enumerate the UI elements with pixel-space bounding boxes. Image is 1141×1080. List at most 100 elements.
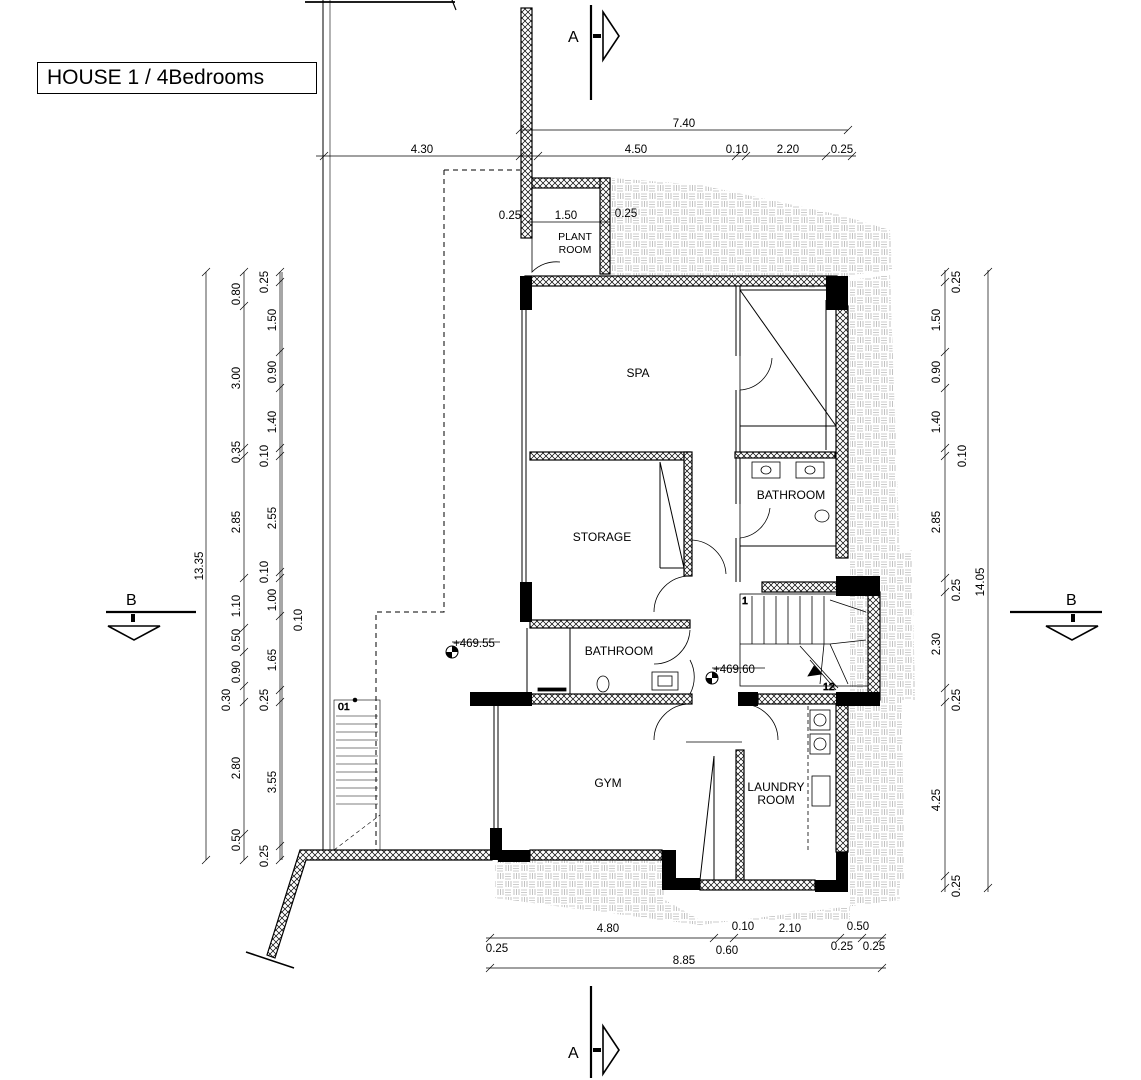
room-storage-label: STORAGE [573, 530, 631, 544]
dim-left3-0-10: 0.10 [293, 609, 305, 631]
dim-top-0-10: 0.10 [726, 144, 748, 156]
dim-top-overall: 7.40 [673, 118, 695, 130]
room-bathroom-lower-label: BATHROOM [585, 644, 653, 658]
level-marker-b: +469.60 [705, 664, 765, 685]
fixtures [537, 461, 831, 852]
dim-right-0-90: 0.90 [931, 361, 943, 383]
dim-left2-0-25: 0.25 [259, 271, 271, 293]
dim-bottom-0-60: 0.60 [716, 945, 738, 957]
dim-left2-1-50: 1.50 [267, 309, 279, 331]
bottom-dimension-labels: 4.80 0.10 2.10 0.50 0.25 0.60 0.25 0.25 … [486, 921, 885, 967]
concrete-walls [470, 276, 880, 892]
dim-right-0-25-c: 0.25 [951, 689, 963, 711]
door-swings [531, 238, 779, 743]
staircase: 1 12 [739, 593, 869, 693]
dim-left-3-00: 3.00 [231, 367, 243, 389]
room-spa-label: SPA [626, 366, 649, 380]
section-marker-b-left: B [106, 592, 196, 641]
dim-left2-0-25-b: 0.25 [259, 689, 271, 711]
left-dimension-labels: 13.35 0.80 3.00 0.35 2.85 1.10 0.50 0.90… [194, 271, 305, 867]
dim-left-2-80: 2.80 [231, 757, 243, 779]
room-plant-label: PLANT [558, 231, 592, 243]
dim-right-0-10: 0.10 [957, 445, 969, 467]
dim-bottom-0-25-a: 0.25 [486, 943, 508, 955]
dim-right-total: 14.05 [975, 568, 987, 597]
ramp: 01 [333, 697, 381, 851]
dim-right-2-85: 2.85 [931, 511, 943, 533]
dim-left-total: 13.35 [194, 552, 206, 581]
room-gym-label: GYM [594, 776, 621, 790]
dim-right-0-25-d: 0.25 [951, 875, 963, 897]
dim-bottom-4-80: 4.80 [597, 923, 619, 935]
section-a-top-label: A [568, 29, 579, 46]
dim-left-0-50-b: 0.50 [231, 829, 243, 851]
section-b-right-label: B [1066, 592, 1077, 609]
dim-left2-0-10: 0.10 [259, 445, 271, 467]
bottom-dimensions [485, 933, 887, 973]
drawing-title: HOUSE 1 / 4Bedrooms [37, 62, 317, 94]
dim-right-4-25: 4.25 [931, 789, 943, 811]
dim-top-4-50: 4.50 [625, 144, 647, 156]
walls [266, 7, 881, 959]
dim-left2-1-00: 1.00 [267, 589, 279, 611]
stair-last-step: 12 [823, 681, 835, 693]
top-dimensions [316, 125, 857, 223]
dim-right-2-30: 2.30 [931, 633, 943, 655]
dim-left-0-90: 0.90 [231, 661, 243, 683]
dim-bottom-0-25-c: 0.25 [863, 941, 885, 953]
dim-plant-0-25-right: 0.25 [615, 208, 637, 220]
dim-right-1-50: 1.50 [931, 309, 943, 331]
dim-left-1-10: 1.10 [231, 595, 243, 617]
level-b-value: +469.60 [713, 664, 755, 676]
dim-left2-0-90: 0.90 [267, 361, 279, 383]
dim-bottom-overall: 8.85 [673, 955, 695, 967]
left-dimensions [201, 267, 285, 865]
section-marker-a-bottom: A [568, 986, 620, 1078]
right-dimension-labels: 0.25 1.50 0.90 1.40 0.10 2.85 0.25 2.30 … [931, 271, 987, 897]
top-dimension-labels: 7.40 4.30 4.50 0.10 2.20 0.25 0.25 1.50 … [411, 118, 853, 222]
paving-area [495, 178, 915, 925]
room-bathroom-upper-label: BATHROOM [757, 488, 825, 502]
dim-left-0-80: 0.80 [231, 283, 243, 305]
boundary-lines [305, 0, 455, 852]
dim-right-1-40: 1.40 [931, 411, 943, 433]
dim-left2-0-25-c: 0.25 [259, 845, 271, 867]
dim-right-0-25: 0.25 [951, 271, 963, 293]
dim-bottom-0-25-b: 0.25 [831, 941, 853, 953]
dim-left-0-35: 0.35 [231, 441, 243, 463]
dim-left-0-50: 0.50 [231, 629, 243, 651]
section-marker-b-right: B [1010, 592, 1102, 641]
room-labels: PLANT ROOM SPA STORAGE BATHROOM BATHROOM… [558, 231, 825, 807]
right-dimensions [940, 267, 993, 893]
dim-top-0-25: 0.25 [831, 144, 853, 156]
section-a-bottom-label: A [568, 1045, 579, 1062]
dim-bottom-0-10: 0.10 [732, 921, 754, 933]
dim-top-2-20: 2.20 [777, 144, 799, 156]
dim-top-4-30: 4.30 [411, 144, 433, 156]
dim-left2-2-55: 2.55 [267, 507, 279, 529]
top-wall-tick [451, 0, 457, 11]
dim-plant-0-25-left: 0.25 [499, 210, 521, 222]
dim-right-0-25-b: 0.25 [951, 579, 963, 601]
ramp-label: 01 [338, 701, 350, 713]
dim-left2-0-10-b: 0.10 [259, 561, 271, 583]
dim-left2-3-55: 3.55 [267, 771, 279, 793]
dim-left-0-30: 0.30 [221, 689, 233, 711]
partitions [493, 286, 837, 881]
dim-plant-1-50: 1.50 [555, 210, 577, 222]
dim-left2-1-40: 1.40 [267, 411, 279, 433]
dim-left2-1-65: 1.65 [267, 649, 279, 671]
dim-bottom-0-50: 0.50 [847, 921, 869, 933]
section-marker-a-top: A [568, 5, 620, 100]
level-a-value: +469.55 [453, 638, 495, 650]
room-laundry-label: LAUNDRY [747, 780, 804, 794]
room-plant-label-2: ROOM [559, 244, 592, 256]
dim-left-2-85: 2.85 [231, 511, 243, 533]
section-b-left-label: B [126, 592, 137, 609]
room-laundry-label-2: ROOM [757, 793, 794, 807]
terminus-line [245, 951, 295, 969]
dim-bottom-2-10: 2.10 [779, 923, 801, 935]
stair-first-step: 1 [742, 595, 748, 607]
level-marker-a: +469.55 [445, 638, 500, 659]
